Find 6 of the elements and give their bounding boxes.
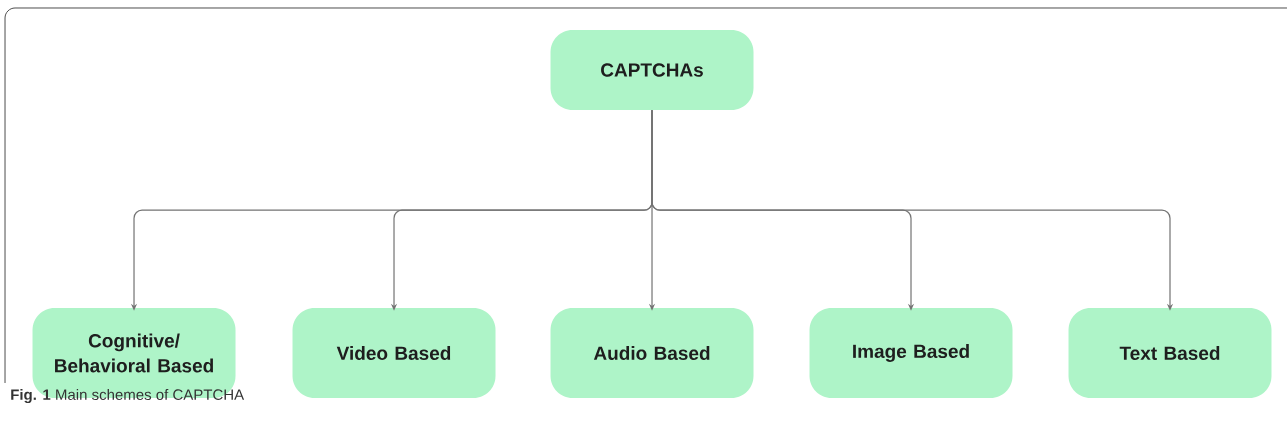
category-box: CAPTCHAs xyxy=(550,30,754,110)
category-box: Text Based xyxy=(1068,308,1272,398)
caption: Fig. 1 Main schemes of CAPTCHA xyxy=(11,388,245,403)
category-box: Video Based xyxy=(292,308,496,398)
category-box: Audio Based xyxy=(550,308,754,398)
category-box: Image Based xyxy=(809,308,1013,398)
